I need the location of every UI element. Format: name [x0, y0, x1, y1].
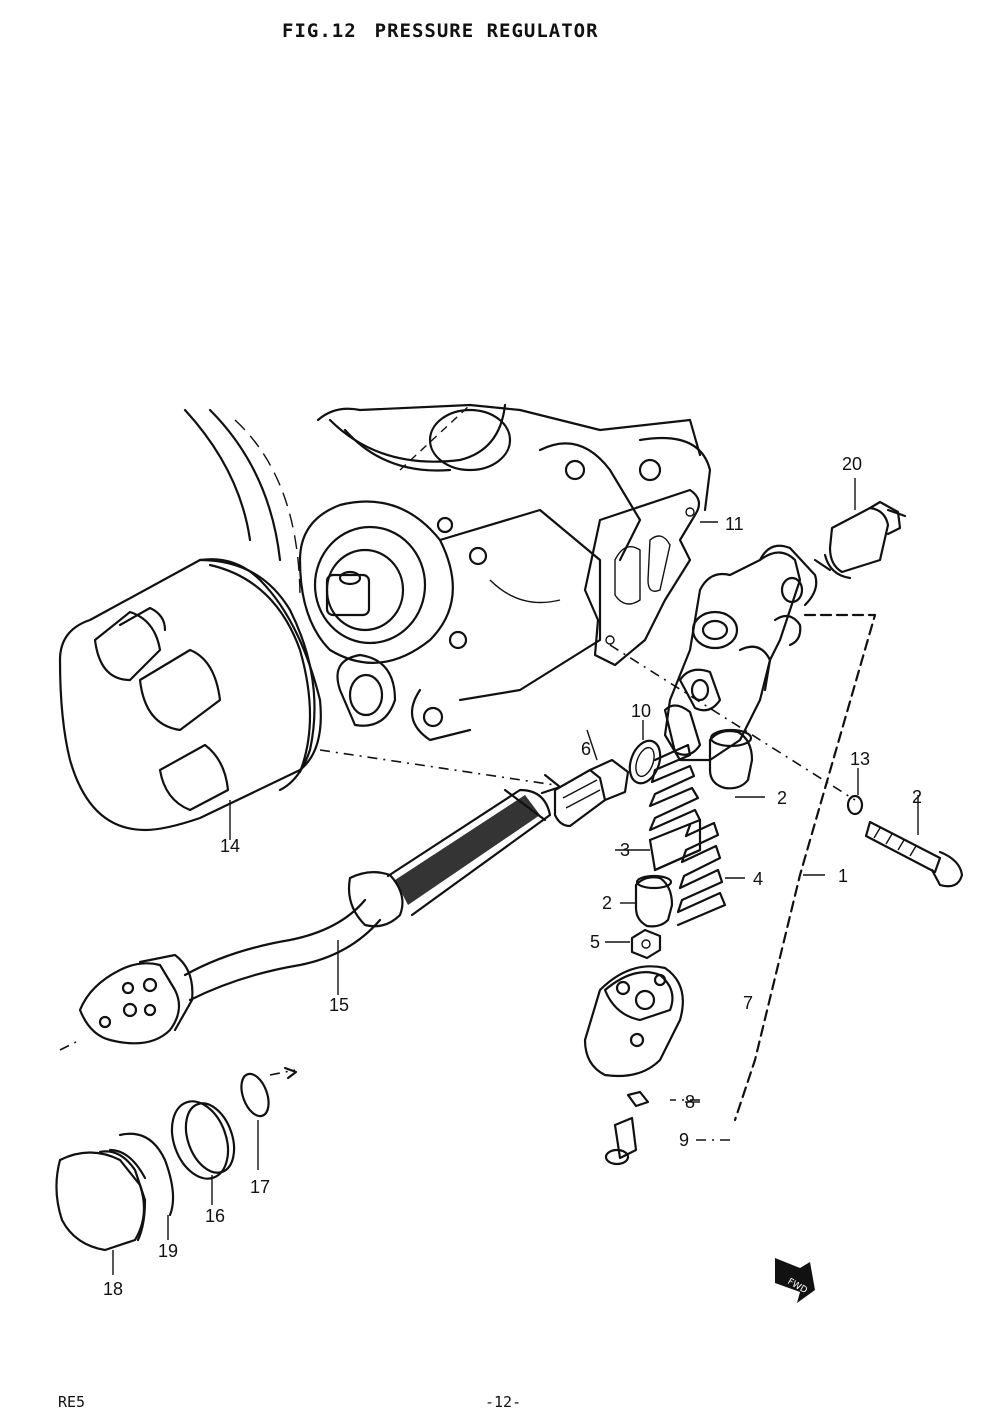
callout-15: 15 — [329, 995, 349, 1015]
bolt-9 — [604, 1116, 638, 1166]
engine-case — [183, 403, 712, 742]
nut-5 — [630, 928, 662, 960]
callout-18: 18 — [103, 1279, 123, 1299]
callout-11: 11 — [725, 514, 744, 534]
spring-4 — [676, 821, 727, 927]
valve-piston-upper — [708, 728, 754, 790]
oil-filter-14 — [58, 558, 322, 832]
oil-strainer-15 — [78, 788, 552, 1045]
callout-19: 19 — [158, 1241, 178, 1261]
union-fitting-6 — [553, 729, 630, 828]
spring-3 — [648, 743, 702, 872]
o-ring-17 — [240, 1072, 270, 1170]
figure-number: FIG.12 — [282, 20, 357, 42]
callout-10: 10 — [631, 701, 651, 721]
front-direction-marker: FWD — [775, 1258, 815, 1303]
bolt-long — [864, 795, 964, 888]
oil-pressure-switch-20 — [813, 478, 907, 580]
callout-9: 9 — [679, 1130, 689, 1150]
callout-17: 17 — [250, 1177, 270, 1197]
callout-2a: 2 — [777, 788, 787, 808]
washer-8 — [626, 1090, 650, 1108]
callout-6: 6 — [581, 739, 591, 759]
callout-8: 8 — [685, 1092, 695, 1112]
callout-4: 4 — [753, 869, 763, 889]
o-ring-16 — [170, 1100, 236, 1205]
callout-13: 13 — [850, 749, 870, 769]
callout-5: 5 — [590, 932, 600, 952]
reference-lines — [59, 613, 877, 1141]
callout-20: 20 — [842, 454, 862, 474]
cover-7 — [583, 965, 684, 1078]
callout-2c: 2 — [602, 893, 612, 913]
callout-2b: 2 — [912, 787, 922, 807]
figure-title: FIG.12 PRESSURE REGULATOR — [282, 20, 599, 42]
callout-7: 7 — [743, 993, 753, 1013]
callout-1: 1 — [838, 866, 848, 886]
gasket-11 — [583, 488, 718, 667]
o-ring-10 — [628, 720, 662, 785]
figure-name: PRESSURE REGULATOR — [374, 20, 599, 42]
footer-model-code: RE5 — [58, 1393, 86, 1411]
callout-3: 3 — [620, 840, 630, 860]
gasket-19 — [118, 1132, 175, 1240]
footer-page-number: -12- — [485, 1393, 522, 1411]
callout-16: 16 — [205, 1206, 225, 1226]
callout-labels: 1 2 2 2 3 4 5 6 7 8 9 10 11 13 14 15 16 … — [103, 454, 922, 1299]
drain-plug-18 — [55, 1148, 147, 1275]
washer-13 — [846, 768, 864, 816]
valve-piston-lower — [634, 874, 674, 928]
regulator-body-1 — [663, 544, 818, 762]
callout-14: 14 — [220, 836, 240, 856]
